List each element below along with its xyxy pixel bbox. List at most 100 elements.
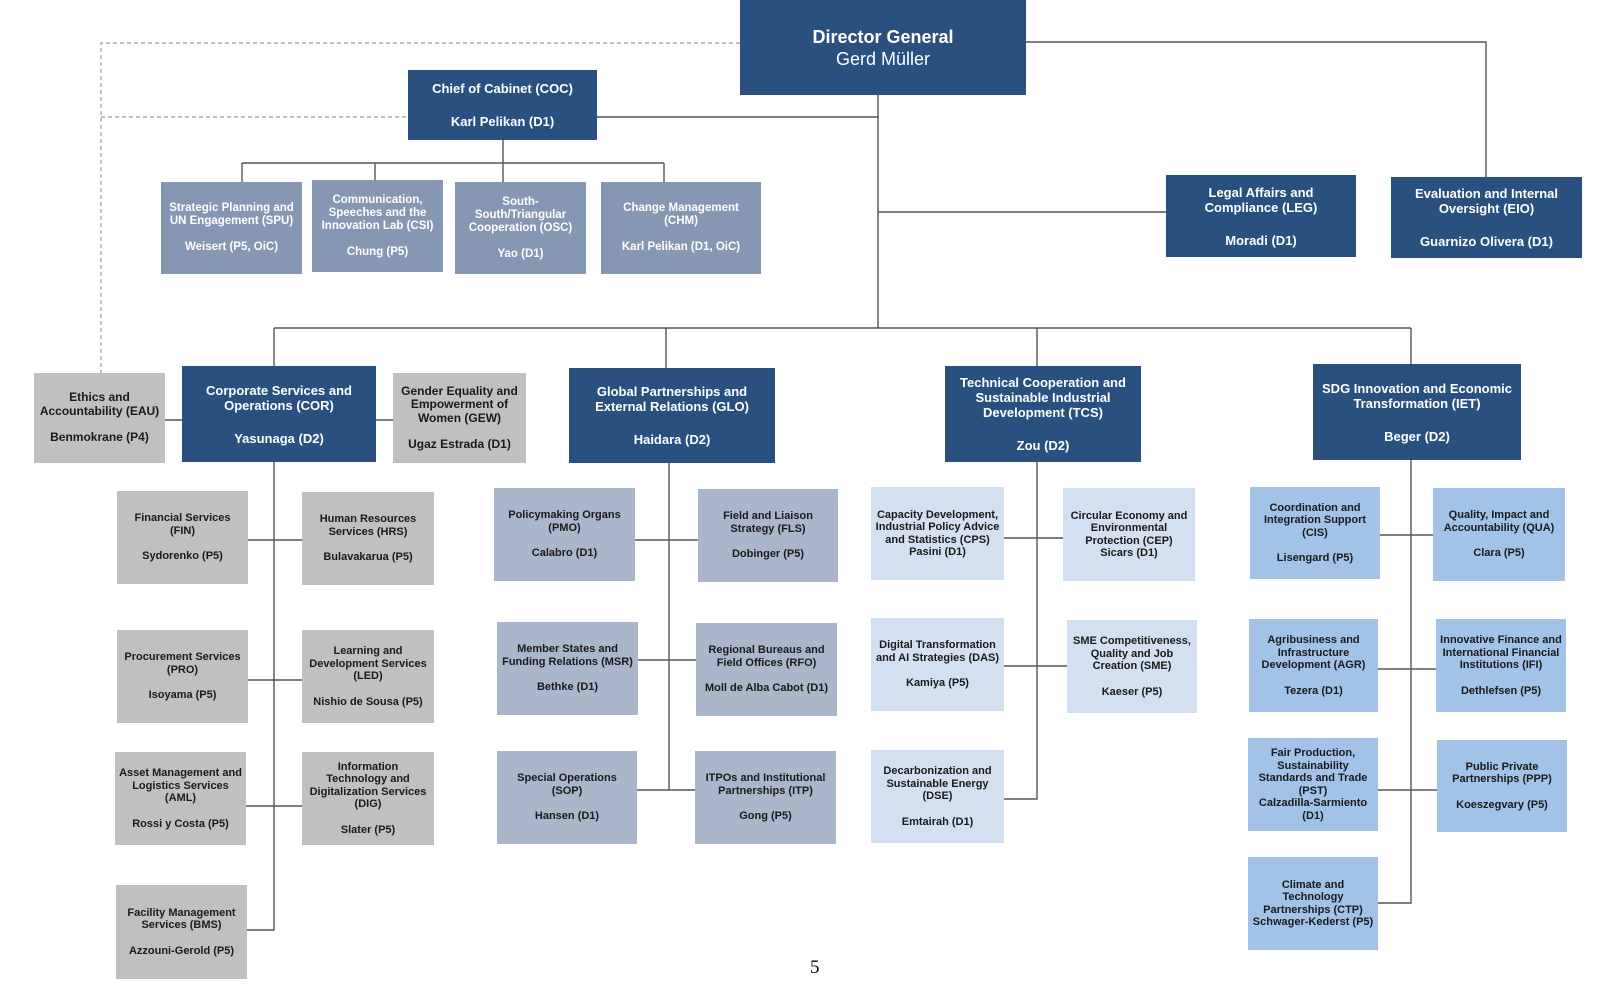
directorate-glo[interactable]: Global Partnerships and External Relatio… <box>569 368 775 463</box>
directorate-iet[interactable]: SDG Innovation and Economic Transformati… <box>1313 364 1521 460</box>
unit-title: Information Technology and Digitalizatio… <box>309 760 427 811</box>
unit-head: Hansen (D1) <box>534 810 600 823</box>
dotted-reporting-lines <box>100 42 740 375</box>
unit-title: Quality, Impact and Accountability (QUA) <box>1443 509 1555 534</box>
unit-head: Moll de Alba Cabot (D1) <box>704 682 829 695</box>
unit-title: Policymaking Organs (PMO) <box>508 509 621 534</box>
dotted-line-dg-to-eau <box>100 42 740 375</box>
unit-ppp[interactable]: Public Private Partnerships (PPP) Koesze… <box>1437 740 1567 832</box>
unit-cis[interactable]: Coordination and Integration Support (CI… <box>1250 487 1380 579</box>
unit-itp[interactable]: ITPOs and Institutional Partnerships (IT… <box>695 751 836 844</box>
unit-pst[interactable]: Fair Production, Sustainability Standard… <box>1248 738 1378 831</box>
unit-aml[interactable]: Asset Management and Logistics Services … <box>115 752 246 845</box>
coc-name: Karl Pelikan (D1) <box>450 114 555 129</box>
line-tcs-spine <box>1004 462 1038 800</box>
office-eau[interactable]: Ethics and Accountability (EAU) Benmokra… <box>34 373 165 463</box>
cabinet-unit-osc[interactable]: South-South/Triangular Cooperation (OSC)… <box>455 182 586 274</box>
unit-title: Learning and Development Services (LED) <box>309 645 427 682</box>
directorate-head: Beger (D2) <box>1384 428 1450 444</box>
unit-pmo[interactable]: Policymaking Organs (PMO) Calabro (D1) <box>494 488 635 581</box>
office-gew[interactable]: Gender Equality and Empowerment of Women… <box>393 373 526 463</box>
directorate-tcs[interactable]: Technical Cooperation and Sustainable In… <box>945 366 1141 462</box>
office-head: Benmokrane (P4) <box>50 430 149 445</box>
unit-title: Communication, Speeches and the Innovati… <box>321 193 434 232</box>
unit-head: Azzouni-Gerold (P5) <box>128 944 235 957</box>
unit-title: SME Competitiveness, Quality and Job Cre… <box>1073 635 1191 672</box>
unit-title: ITPOs and Institutional Partnerships (IT… <box>705 772 826 797</box>
unit-cep[interactable]: Circular Economy and Environmental Prote… <box>1063 488 1195 581</box>
unit-title: Circular Economy and Environmental Prote… <box>1070 509 1188 547</box>
unit-dig[interactable]: Information Technology and Digitalizatio… <box>302 752 434 845</box>
unit-head: Sicars (D1) <box>1100 547 1158 559</box>
chief-of-cabinet-box[interactable]: Chief of Cabinet (COC) Karl Pelikan (D1) <box>408 70 597 140</box>
unit-title: Procurement Services (PRO) <box>124 651 241 676</box>
unit-hrs[interactable]: Human Resources Services (HRS) Bulavakar… <box>302 492 434 585</box>
unit-title: Facility Management Services (BMS) <box>127 906 236 932</box>
unit-title: South-South/Triangular Cooperation (OSC) <box>468 195 573 234</box>
office-eio[interactable]: Evaluation and Internal Oversight (EIO) … <box>1391 177 1582 258</box>
office-title: Ethics and Accountability (EAU) <box>39 390 160 418</box>
directorate-title: Global Partnerships and External Relatio… <box>595 384 749 414</box>
line-tcs-branches <box>1004 537 1074 667</box>
line-dg-to-eio <box>1026 41 1487 177</box>
unit-title: Fair Production, Sustainability Standard… <box>1258 747 1368 797</box>
unit-ifi[interactable]: Innovative Finance and International Fin… <box>1436 619 1566 712</box>
unit-title: Decarbonization and Sustainable Energy (… <box>883 765 992 802</box>
unit-head: Emtairah (D1) <box>901 815 974 828</box>
line-cabinet-drops <box>241 163 665 182</box>
office-head: Ugaz Estrada (D1) <box>408 437 511 451</box>
unit-title: Regional Bureaus and Field Offices (RFO) <box>708 644 825 669</box>
unit-bms[interactable]: Facility Management Services (BMS) Azzou… <box>116 885 247 979</box>
unit-msr[interactable]: Member States and Funding Relations (MSR… <box>497 622 638 715</box>
directorate-title: Corporate Services and Operations (COR) <box>206 382 352 413</box>
unit-dse[interactable]: Decarbonization and Sustainable Energy (… <box>871 750 1004 843</box>
unit-head: Weisert (P5, OiC) <box>184 241 279 253</box>
unit-title: Strategic Planning and UN Engagement (SP… <box>169 202 294 227</box>
unit-title: Member States and Funding Relations (MSR… <box>502 643 633 668</box>
office-head: Moradi (D1) <box>1225 232 1297 248</box>
unit-head: Kaeser (P5) <box>1101 685 1163 698</box>
office-title: Evaluation and Internal Oversight (EIO) <box>1414 186 1559 216</box>
unit-pro[interactable]: Procurement Services (PRO) Isoyama (P5) <box>117 630 248 723</box>
unit-led[interactable]: Learning and Development Services (LED) … <box>302 630 434 723</box>
office-title: Gender Equality and Empowerment of Women… <box>401 383 518 425</box>
directorate-head: Haidara (D2) <box>633 432 711 447</box>
office-title: Legal Affairs and Compliance (LEG) <box>1204 184 1318 215</box>
unit-title: Field and Liaison Strategy (FLS) <box>723 510 813 535</box>
unit-title: Climate and Technology Partnerships (CTP… <box>1263 878 1363 916</box>
unit-agr[interactable]: Agribusiness and Infrastructure Developm… <box>1249 619 1378 712</box>
unit-ctp[interactable]: Climate and Technology Partnerships (CTP… <box>1248 857 1378 950</box>
line-directorate-drops <box>273 328 1412 368</box>
cabinet-unit-chm[interactable]: Change Management (CHM) Karl Pelikan (D1… <box>601 182 761 274</box>
unit-rfo[interactable]: Regional Bureaus and Field Offices (RFO)… <box>696 623 837 716</box>
unit-cps[interactable]: Capacity Development, Industrial Policy … <box>871 487 1004 580</box>
director-general-box[interactable]: Director General Gerd Müller <box>740 0 1026 95</box>
unit-title: Asset Management and Logistics Services … <box>119 767 242 804</box>
unit-head: Bulavakarua (P5) <box>323 551 413 564</box>
directorate-title: SDG Innovation and Economic Transformati… <box>1322 380 1512 411</box>
unit-head: Dobinger (P5) <box>731 548 805 561</box>
unit-qua[interactable]: Quality, Impact and Accountability (QUA)… <box>1433 488 1565 581</box>
directorate-head: Zou (D2) <box>1016 438 1070 453</box>
line-cor-branches <box>244 539 302 807</box>
unit-head: Tezera (D1) <box>1284 684 1343 697</box>
cabinet-unit-csi[interactable]: Communication, Speeches and the Innovati… <box>312 180 443 272</box>
unit-head: Bethke (D1) <box>536 681 599 694</box>
directorate-head: Yasunaga (D2) <box>234 430 324 446</box>
unit-das[interactable]: Digital Transformation and AI Strategies… <box>871 618 1004 711</box>
unit-head: Dethlefsen (P5) <box>1460 684 1542 697</box>
cabinet-unit-spu[interactable]: Strategic Planning and UN Engagement (SP… <box>161 182 302 274</box>
solid-reporting-lines <box>165 41 1487 931</box>
directorate-cor[interactable]: Corporate Services and Operations (COR) … <box>182 366 376 462</box>
unit-sop[interactable]: Special Operations (SOP) Hansen (D1) <box>497 751 637 844</box>
unit-fls[interactable]: Field and Liaison Strategy (FLS) Dobinge… <box>698 489 838 582</box>
director-general-title: Director General <box>812 26 954 47</box>
office-head: Guarnizo Olivera (D1) <box>1420 234 1553 249</box>
office-leg[interactable]: Legal Affairs and Compliance (LEG) Morad… <box>1166 175 1356 257</box>
unit-sme[interactable]: SME Competitiveness, Quality and Job Cre… <box>1067 620 1197 713</box>
line-iet-branches <box>1378 534 1443 791</box>
unit-fin[interactable]: Financial Services (FIN) Sydorenko (P5) <box>117 491 248 584</box>
unit-head: Isoyama (P5) <box>148 689 217 702</box>
unit-head: Slater (P5) <box>340 823 396 836</box>
